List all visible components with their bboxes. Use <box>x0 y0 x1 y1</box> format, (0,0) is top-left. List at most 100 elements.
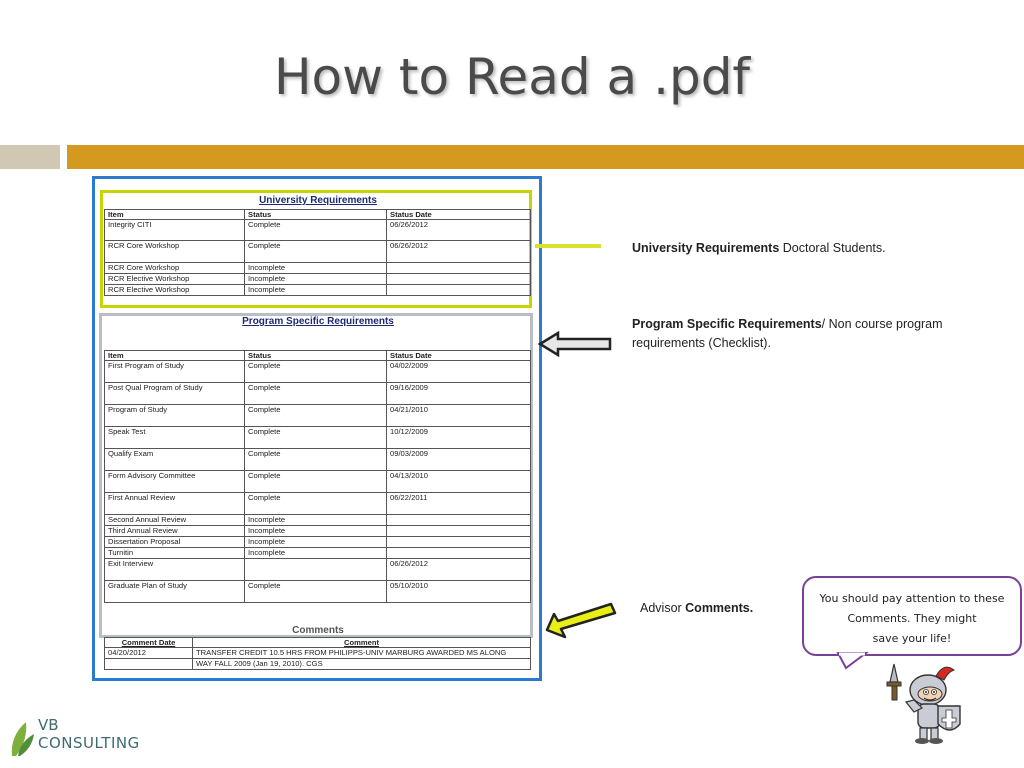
table-cell-status-date: 05/10/2010 <box>386 580 531 603</box>
table-cell-item: Second Annual Review <box>104 514 245 526</box>
annotation-bold: Comments. <box>685 601 754 615</box>
annotation-text-line2: requirements (Checklist). <box>632 336 771 350</box>
column-header-status: Status <box>244 209 387 220</box>
vb-consulting-logo: VB CONSULTING <box>8 716 158 760</box>
table-header-row: Item Status Status Date <box>104 209 531 220</box>
annotation-text: / Non course program <box>821 317 943 331</box>
annotation-bold: Program Specific Requirements <box>632 317 822 331</box>
table-cell-status: Complete <box>244 360 387 383</box>
table-cell-status-date <box>386 536 531 548</box>
accent-bar <box>67 145 1024 169</box>
annotation-text: Advisor <box>640 601 686 615</box>
table-cell-comment: WAY FALL 2009 (Jan 19, 2010). CGS <box>192 658 531 670</box>
annotation-text: Doctoral Students. <box>779 241 886 255</box>
column-header-status: Status <box>244 350 387 361</box>
table-cell-item: Turnitin <box>104 547 245 559</box>
table-cell-item: Integrity CITI <box>104 219 245 241</box>
column-header-item: Item <box>104 209 245 220</box>
table-cell-status-date: 04/02/2009 <box>386 360 531 383</box>
program-requirements-annotation: Program Specific Requirements/ Non cours… <box>632 315 943 353</box>
table-cell-status: Complete <box>244 382 387 405</box>
column-header-item: Item <box>104 350 245 361</box>
university-highlight-frame <box>100 190 532 308</box>
table-cell-item: First Program of Study <box>104 360 245 383</box>
table-header-row: Item Status Status Date <box>104 350 531 361</box>
table-cell-comment: TRANSFER CREDIT 10.5 HRS FROM PHILIPPS-U… <box>192 647 531 659</box>
table-cell-status: Incomplete <box>244 536 387 548</box>
table-cell-item: Speak Test <box>104 426 245 449</box>
table-cell-status-date: 04/13/2010 <box>386 470 531 493</box>
program-highlight-frame <box>99 313 533 638</box>
table-cell-status-date: 06/22/2011 <box>386 492 531 515</box>
slide-title: How to Read a .pdf <box>273 48 751 106</box>
table-cell-status <box>244 558 387 581</box>
leaf-logo-icon <box>11 722 34 756</box>
table-cell-status-date <box>386 525 531 537</box>
table-cell-status-date <box>386 514 531 526</box>
table-cell-status-date <box>386 262 531 274</box>
gray-arrow-left-icon <box>538 331 612 357</box>
knight-mascot-icon <box>886 663 961 744</box>
table-cell-item: RCR Elective Workshop <box>104 284 245 296</box>
table-cell-status: Incomplete <box>244 273 387 285</box>
table-cell-comment-date: 04/20/2012 <box>104 647 193 659</box>
table-cell-item: First Annual Review <box>104 492 245 515</box>
table-cell-status: Complete <box>244 426 387 449</box>
table-cell-status-date: 06/26/2012 <box>386 240 531 263</box>
table-cell-status-date: 09/03/2009 <box>386 448 531 471</box>
table-cell-item: RCR Core Workshop <box>104 262 245 274</box>
column-header-status-date: Status Date <box>386 209 531 220</box>
table-cell-item: Dissertation Proposal <box>104 536 245 548</box>
bubble-line-2: Comments. They might <box>847 612 977 625</box>
table-cell-status: Complete <box>244 404 387 427</box>
university-requirements-heading: University Requirements <box>259 195 377 206</box>
table-cell-status-date: 06/26/2012 <box>386 219 531 241</box>
program-requirements-heading: Program Specific Requirements <box>242 316 394 327</box>
university-requirements-annotation: University Requirements Doctoral Student… <box>632 239 886 258</box>
bubble-line-1: You should pay attention to these <box>819 592 1005 605</box>
accent-bar-left <box>0 145 60 169</box>
annotation-bold: University Requirements <box>632 241 780 255</box>
advisor-comments-annotation: Advisor Comments. <box>640 599 753 618</box>
yellow-arrow-icon <box>545 602 617 639</box>
logo-text-consulting: CONSULTING <box>38 734 140 752</box>
university-callout-line <box>535 244 601 248</box>
table-cell-comment-date <box>104 658 193 670</box>
comments-heading: Comments <box>292 625 344 636</box>
table-cell-item: Program of Study <box>104 404 245 427</box>
table-cell-item: RCR Elective Workshop <box>104 273 245 285</box>
table-row: WAY FALL 2009 (Jan 19, 2010). CGS <box>104 658 531 670</box>
column-header-status-date: Status Date <box>386 350 531 361</box>
table-cell-status: Incomplete <box>244 284 387 296</box>
table-cell-status-date <box>386 273 531 285</box>
program-requirements-table: Item Status Status Date First Program of… <box>104 350 531 603</box>
table-cell-status: Complete <box>244 492 387 515</box>
table-cell-item: Graduate Plan of Study <box>104 580 245 603</box>
table-cell-item: Qualify Exam <box>104 448 245 471</box>
logo-text-vb: VB <box>38 716 59 734</box>
table-cell-status: Complete <box>244 240 387 263</box>
table-cell-status: Incomplete <box>244 547 387 559</box>
table-cell-status-date <box>386 547 531 559</box>
table-cell-item: Third Annual Review <box>104 525 245 537</box>
table-cell-status-date: 06/26/2012 <box>386 558 531 581</box>
table-cell-status-date <box>386 284 531 296</box>
speech-bubble: You should pay attention to these Commen… <box>802 576 1022 656</box>
bubble-line-3: save your life! <box>872 632 952 645</box>
table-cell-status: Complete <box>244 580 387 603</box>
table-cell-status: Complete <box>244 219 387 241</box>
